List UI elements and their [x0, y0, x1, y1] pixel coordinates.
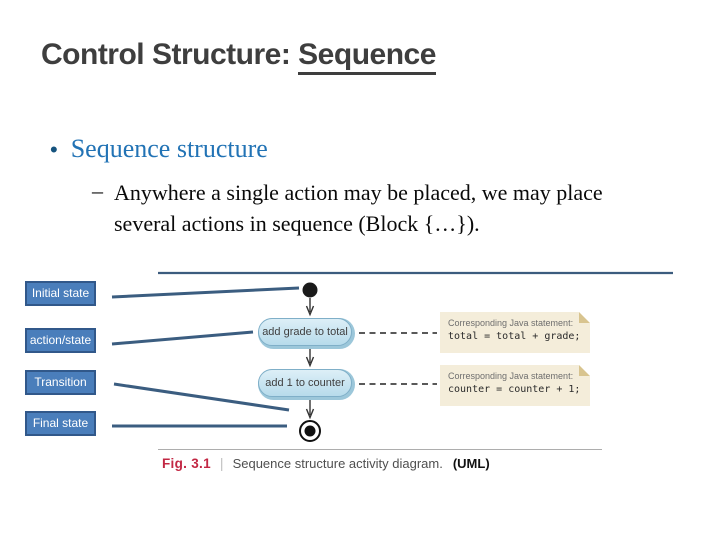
- slide-title-emphasis: Sequence: [298, 38, 436, 75]
- note-java-statement-1: Corresponding Java statement: total = to…: [440, 312, 590, 353]
- transition-arrow-1: [305, 298, 315, 317]
- callout-line-initial-state: [111, 286, 300, 299]
- action-state-add-grade-label: add grade to total: [258, 318, 352, 346]
- slide-title: Control Structure: Sequence: [41, 38, 436, 75]
- caption-uml-tag: (UML): [452, 456, 490, 471]
- legend-box-transition: Transition: [25, 370, 96, 395]
- bullet-heading-label: Sequence structure: [70, 134, 268, 163]
- initial-state-node: [302, 282, 318, 298]
- slide-title-prefix: Control Structure:: [41, 38, 299, 71]
- caption-separator: |: [219, 455, 224, 471]
- transition-arrow-2: [305, 349, 315, 368]
- sub-bullet-dash: –: [92, 178, 103, 203]
- caption-text: Sequence structure activity diagram.: [232, 456, 443, 471]
- action-state-add-counter: add 1 to counter: [258, 369, 355, 400]
- final-state-node: [299, 420, 321, 442]
- bullet-glyph: •: [50, 137, 58, 162]
- note-heading: Corresponding Java statement:: [448, 318, 574, 328]
- bullet-heading: • Sequence structure: [50, 134, 268, 164]
- legend-box-action-state: action/state: [25, 328, 96, 353]
- note-java-statement-2: Corresponding Java statement: counter = …: [440, 365, 590, 406]
- figure-caption: Fig. 3.1 | Sequence structure activity d…: [162, 455, 490, 471]
- legend-box-final-state: Final state: [25, 411, 96, 436]
- action-state-add-grade: add grade to total: [258, 318, 355, 349]
- callout-line-action-state: [111, 330, 254, 346]
- note-code: counter = counter + 1;: [448, 384, 581, 395]
- legend-box-initial-state: Initial state: [25, 281, 96, 306]
- caption-divider: [158, 449, 602, 450]
- action-state-add-counter-label: add 1 to counter: [258, 369, 352, 397]
- sub-bullet: – Anywhere a single action may be placed…: [92, 178, 644, 240]
- sub-bullet-text: Anywhere a single action may be placed, …: [114, 180, 603, 236]
- note-heading: Corresponding Java statement:: [448, 371, 574, 381]
- transition-arrow-3: [305, 400, 315, 420]
- note-code: total = total + grade;: [448, 331, 581, 342]
- figure-number: Fig. 3.1: [162, 456, 211, 471]
